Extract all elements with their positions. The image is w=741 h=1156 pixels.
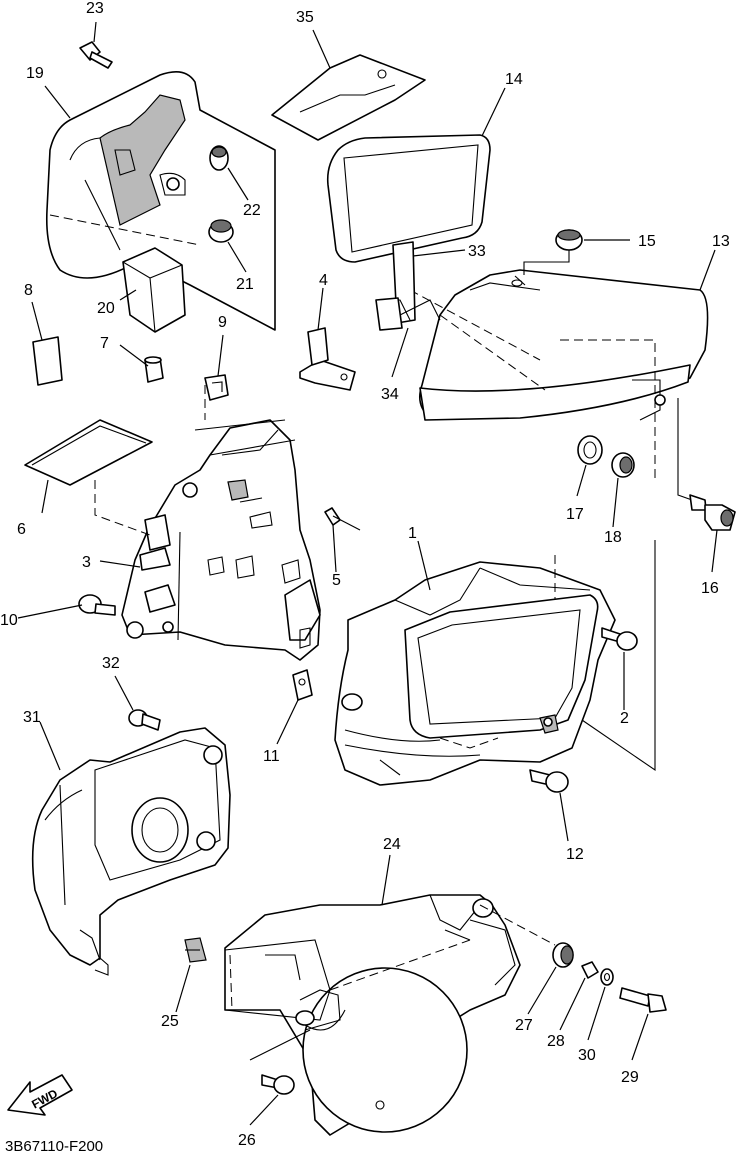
label-34: 34 xyxy=(381,386,399,403)
part-29-bolt xyxy=(619,987,667,1013)
label-32: 32 xyxy=(102,655,120,672)
label-8: 8 xyxy=(24,282,33,299)
label-20: 20 xyxy=(97,300,115,317)
part-13-side-cover xyxy=(409,269,709,480)
part-31-sprocket-cover xyxy=(31,727,231,976)
part-5-pin xyxy=(324,507,361,531)
part-27-grommet xyxy=(552,942,574,968)
part-14-panel xyxy=(326,134,491,263)
part-23-bolt xyxy=(79,41,113,69)
part-35-pad xyxy=(271,54,426,141)
label-2: 2 xyxy=(620,710,629,727)
label-23: 23 xyxy=(86,0,104,17)
fwd-arrow-icon: FWD xyxy=(7,1074,73,1116)
label-15: 15 xyxy=(638,233,656,250)
label-16: 16 xyxy=(701,580,719,597)
leader-lines xyxy=(17,21,718,1126)
label-33: 33 xyxy=(468,243,486,260)
label-22: 22 xyxy=(243,202,261,219)
part-10-bolt xyxy=(78,594,116,616)
label-18: 18 xyxy=(604,529,622,546)
part-8-pad xyxy=(32,336,63,386)
label-25: 25 xyxy=(161,1013,179,1030)
label-1: 1 xyxy=(408,525,417,542)
part-26-bolt xyxy=(261,1074,295,1095)
part-15-grommet xyxy=(523,229,583,275)
part-25-cap xyxy=(184,937,207,963)
label-30: 30 xyxy=(578,1047,596,1064)
label-35: 35 xyxy=(296,9,314,26)
label-21: 21 xyxy=(236,276,254,293)
part-28-collar xyxy=(581,961,599,979)
part-1-cover xyxy=(334,540,656,786)
label-7: 7 xyxy=(100,335,109,352)
label-19: 19 xyxy=(26,65,44,82)
part-19-cover xyxy=(45,70,276,333)
part-34-pad xyxy=(375,297,441,331)
part-30-washer xyxy=(600,968,614,986)
part-6-pad xyxy=(24,419,153,486)
label-29: 29 xyxy=(621,1069,639,1086)
drawing-code: 3B67110-F200 xyxy=(5,1138,103,1155)
label-24: 24 xyxy=(383,836,401,853)
label-13: 13 xyxy=(712,233,730,250)
label-5: 5 xyxy=(332,572,341,589)
label-9: 9 xyxy=(218,314,227,331)
part-number-labels: 23 19 35 14 22 21 20 8 7 9 4 33 15 13 34… xyxy=(0,0,730,1149)
label-17: 17 xyxy=(566,506,584,523)
part-18-grommet xyxy=(611,452,635,478)
part-7-cap xyxy=(144,356,164,383)
part-9-clip xyxy=(204,374,229,401)
label-10: 10 xyxy=(0,612,18,629)
part-32-bolt xyxy=(128,709,161,731)
part-2-bolt xyxy=(601,627,638,651)
part-3-battery-box xyxy=(94,385,321,661)
label-12: 12 xyxy=(566,846,584,863)
part-24-crankcase-cover xyxy=(224,894,556,1136)
label-6: 6 xyxy=(17,521,26,538)
part-16-fastener xyxy=(677,398,736,531)
part-17-nut xyxy=(577,435,603,465)
label-26: 26 xyxy=(238,1132,256,1149)
label-31: 31 xyxy=(23,709,41,726)
label-14: 14 xyxy=(505,71,523,88)
label-4: 4 xyxy=(319,272,328,289)
label-11: 11 xyxy=(263,748,280,765)
label-3: 3 xyxy=(82,554,91,571)
part-4-bracket xyxy=(299,327,356,391)
part-11-clip xyxy=(292,669,313,701)
part-12-bolt xyxy=(529,769,569,793)
label-27: 27 xyxy=(515,1017,533,1034)
label-28: 28 xyxy=(547,1033,565,1050)
